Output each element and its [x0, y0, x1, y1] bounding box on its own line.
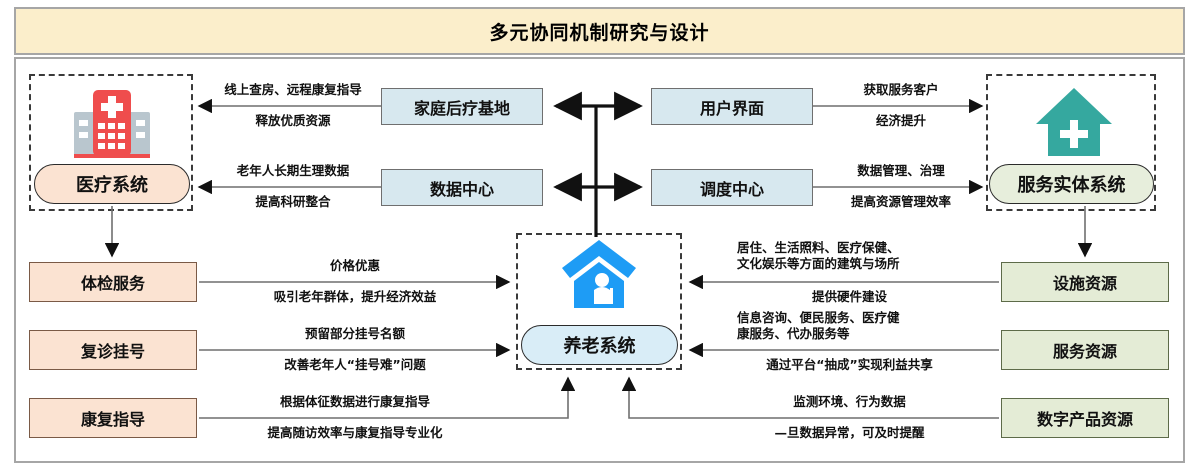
page-title: 多元协同机制研究与设计	[489, 21, 710, 44]
digital-product-resource-label: 数字产品资源	[1036, 410, 1133, 429]
edge-label-revisit-to-care-top: 预留部分挂号名额	[304, 326, 405, 341]
home-rehab-base-label: 家庭后疗基地	[413, 98, 510, 118]
home-rehab-base-node[interactable]: 家庭后疗基地	[381, 88, 543, 125]
edge-label-data-center-to-medical-top: 老年人长期生理数据	[236, 163, 350, 178]
medical-system-label: 医疗系统	[76, 175, 148, 196]
edge-label-service-res-to-care-top: 信息咨询、便民服务、医疗健 康服务、代办服务等	[737, 310, 900, 341]
service-resource-label: 服务资源	[1052, 342, 1117, 361]
digital-product-resource-node[interactable]: 数字产品资源	[1001, 398, 1169, 438]
elderly-care-system-label: 养老系统	[563, 336, 636, 357]
facility-resource-node[interactable]: 设施资源	[1001, 262, 1169, 302]
service-resource-node[interactable]: 服务资源	[1001, 330, 1169, 370]
service-entity-system-node[interactable]: 服务实体系统	[989, 164, 1154, 204]
service-entity-system-label: 服务实体系统	[1017, 175, 1126, 196]
edge-label-ui-to-service-top: 获取服务客户	[863, 82, 939, 97]
data-center-label: 数据中心	[429, 179, 494, 199]
medical-system-node[interactable]: 医疗系统	[34, 164, 190, 204]
edge-label-rehab-to-care-bottom: 提高随访效率与康复指导专业化	[267, 425, 443, 440]
revisit-registration-label: 复诊挂号	[80, 342, 145, 361]
edge-label-home-rehab-to-medical-bottom: 释放优质资源	[255, 113, 331, 128]
checkup-service-label: 体检服务	[80, 274, 145, 293]
edge-label-dispatch-to-service-bottom: 提高资源管理效率	[850, 194, 951, 209]
edge-label-dispatch-to-service-top: 数据管理、治理	[857, 163, 945, 178]
rehab-guidance-node[interactable]: 康复指导	[29, 398, 197, 438]
facility-resource-label: 设施资源	[1052, 274, 1117, 293]
elderly-care-group	[516, 233, 682, 370]
rehab-guidance-label: 康复指导	[80, 410, 145, 429]
elderly-care-system-node[interactable]: 养老系统	[521, 325, 678, 365]
house-elder-icon	[560, 238, 638, 312]
revisit-registration-node[interactable]: 复诊挂号	[29, 330, 197, 370]
data-center-node[interactable]: 数据中心	[381, 169, 543, 206]
service-entity-group	[986, 74, 1156, 211]
edge-label-facility-to-care-top: 居住、生活照料、医疗保健、 文化娱乐等方面的建筑与场所	[737, 240, 900, 271]
house-plus-icon	[1034, 84, 1114, 162]
dispatch-center-node[interactable]: 调度中心	[651, 169, 813, 206]
edge-label-revisit-to-care-bottom: 改善老年人“挂号难”问题	[284, 357, 426, 372]
checkup-service-node[interactable]: 体检服务	[29, 262, 197, 302]
edge-label-home-rehab-to-medical-top: 线上查房、远程康复指导	[224, 82, 362, 97]
edge-label-rehab-to-care-top: 根据体征数据进行康复指导	[279, 394, 430, 409]
edge-label-checkup-to-care-bottom: 吸引老年群体，提升经济效益	[273, 289, 437, 304]
edge-label-facility-to-care-bottom: 提供硬件建设	[811, 289, 887, 304]
user-interface-label: 用户界面	[699, 98, 764, 118]
edge-label-checkup-to-care-top: 价格优惠	[329, 258, 380, 273]
hospital-icon	[66, 84, 158, 162]
edge-label-digital-to-care-top: 监测环境、行为数据	[793, 394, 906, 409]
dispatch-center-label: 调度中心	[699, 179, 764, 199]
diagram-title-bar: 多元协同机制研究与设计	[14, 7, 1185, 55]
medical-system-group	[29, 74, 193, 211]
user-interface-node[interactable]: 用户界面	[651, 88, 813, 125]
edge-label-service-res-to-care-bottom: 通过平台“抽成”实现利益共享	[766, 357, 933, 372]
edge-label-data-center-to-medical-bottom: 提高科研整合	[255, 194, 331, 209]
edge-label-digital-to-care-bottom: —旦数据异常，可及时提醒	[774, 425, 925, 440]
edge-label-ui-to-service-bottom: 经济提升	[875, 113, 926, 128]
